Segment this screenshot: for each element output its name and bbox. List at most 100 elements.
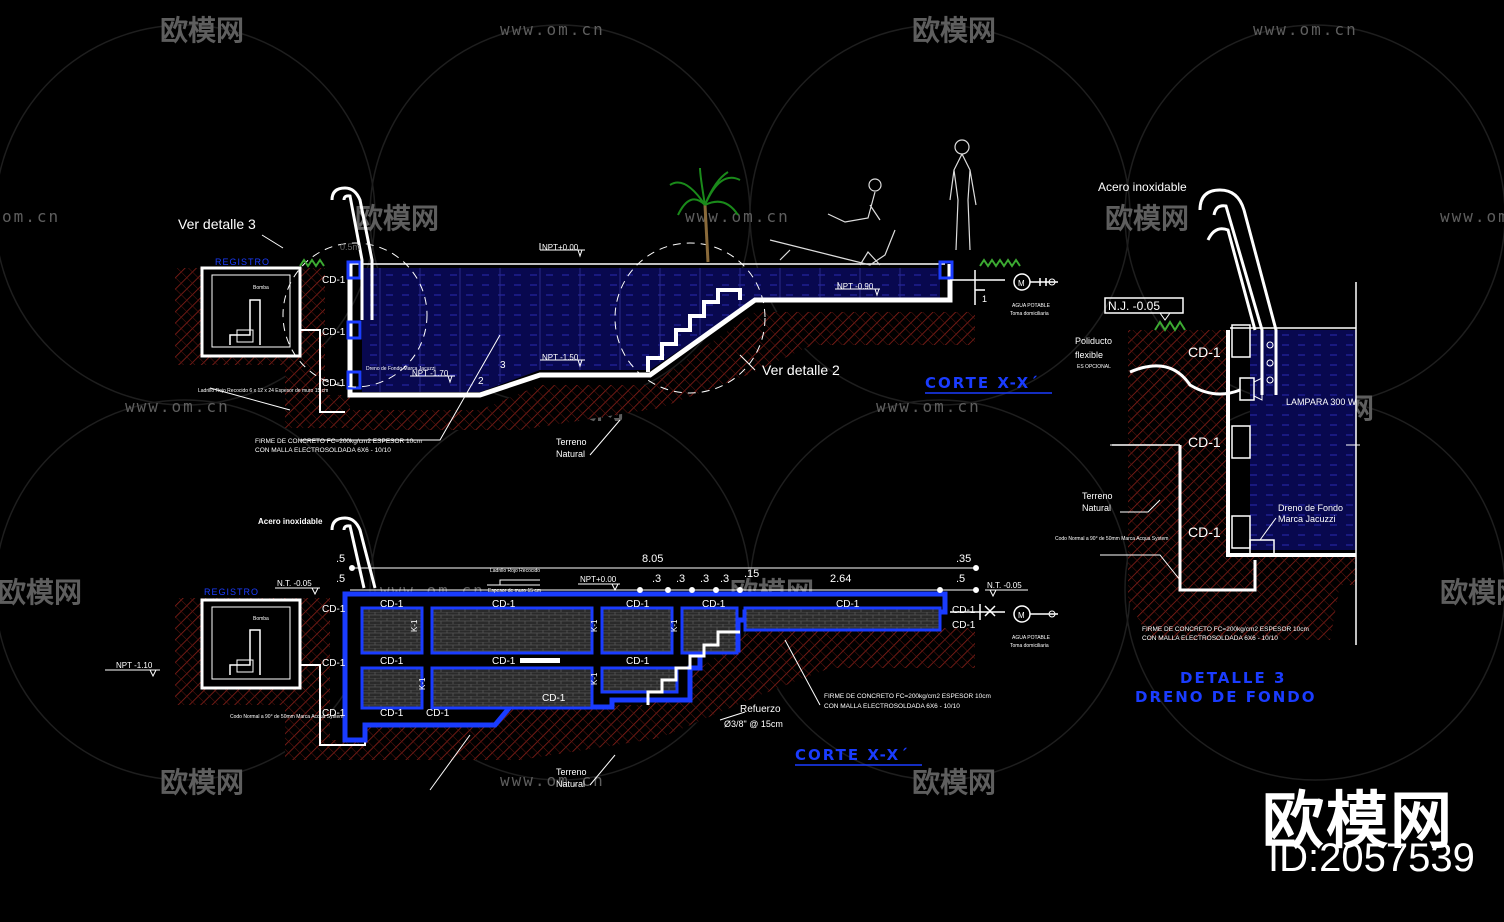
marca-label: Marca Jacuzzi (1278, 514, 1336, 524)
dim-label: .15 (744, 568, 759, 580)
cd1-label: CD-1 (492, 599, 516, 610)
cd1-label: CD-1 (322, 708, 346, 719)
slope-label: 1 (982, 294, 987, 304)
registro-box (200, 266, 302, 358)
ladder-bottom (330, 516, 377, 589)
watermark-logo: 欧模网 (355, 202, 439, 235)
toma-label: Toma domiciliaria (1010, 643, 1049, 649)
natural-label: Natural (1082, 503, 1111, 513)
cd1-label: CD-1 (380, 656, 404, 667)
registro-label: REGISTRO (204, 587, 259, 597)
cd1-label: CD-1 (426, 708, 450, 719)
dreno-note: Dreno de Fondo Marca Jacuzzi (366, 366, 435, 372)
ladrillo-note: Ladrillo Rojo Recocido (490, 568, 540, 574)
dim-label: .3 (700, 573, 709, 585)
dim-label: 2.64 (830, 573, 851, 585)
dreno-label: Dreno de Fondo (1278, 503, 1343, 513)
watermark-logo: 欧模网 (160, 14, 244, 47)
refuerzo-label: Refuerzo (740, 704, 781, 715)
cd1-label: CD-1 (542, 693, 566, 704)
section-bottom: M Acero inoxidable REGISTRO Bomba N.T. -… (105, 516, 1058, 791)
slope-label: 3 (500, 360, 506, 371)
npt-label: NPT -0.90 (837, 282, 874, 291)
dim-label: .5 (336, 573, 345, 585)
dim-label: .35 (956, 553, 971, 565)
dim-label: .3 (676, 573, 685, 585)
watermark-site: www.om.cn (685, 207, 790, 226)
watermark-site: www.om.cn (125, 397, 230, 416)
corner-brand-logo: 欧模网 (1261, 784, 1454, 857)
acero-label: Acero inoxidable (1098, 180, 1187, 194)
palm-tree-icon (669, 167, 741, 263)
toma-label: Toma domiciliaria (1010, 311, 1049, 317)
k1-label: K-1 (670, 619, 679, 632)
soil-bottom (175, 598, 975, 760)
water-detail (1250, 330, 1356, 550)
nt-label: N.T. -0.05 (277, 579, 312, 588)
codo-note: Codo Normal a 90° de 50mm Marca Acqua Sy… (1055, 536, 1168, 542)
dim-label: 0.5m (340, 242, 360, 252)
cd1-label: CD-1 (492, 656, 516, 667)
firme-note: FIRME DE CONCRETO FC=200kg/cm2 ESPESOR 1… (824, 693, 991, 700)
ver-detalle-3-label: Ver detalle 3 (178, 216, 256, 232)
k1-label: K-1 (418, 677, 427, 690)
corner-brand-id: ID:2057539 (1268, 836, 1475, 880)
acero-label: Acero inoxidable (258, 517, 323, 526)
poliducto-label: Poliducto (1075, 336, 1112, 346)
malla-note: CON MALLA ELECTROSOLDADA 6X6 - 10/10 (255, 447, 391, 454)
watermark-site: www.om.cn (1253, 20, 1358, 39)
svg-text:M: M (1018, 279, 1025, 288)
detail-3: Acero inoxidable N.J. -0.05 Poliducto fl… (1055, 180, 1360, 706)
cd1-label: CD-1 (380, 708, 404, 719)
registro-box-bottom (200, 598, 302, 690)
malla-note: CON MALLA ELECTROSOLDADA 6X6 - 10/10 (824, 703, 960, 710)
cd1-label: CD-1 (1188, 524, 1221, 540)
cd1-label: CD-1 (322, 658, 346, 669)
cd1-label: CD-1 (952, 605, 976, 616)
watermark-site: www.om.cn (500, 20, 605, 39)
cd1-label: CD-1 (702, 599, 726, 610)
watermark-site: om.cn (2, 207, 60, 226)
firme-note: FIRME DE CONCRETO FC=200kg/cm2 ESPESOR 1… (255, 438, 422, 445)
pool-stairs (646, 288, 742, 372)
cd1-label: CD-1 (952, 620, 976, 631)
dim-label: .5 (336, 553, 345, 565)
malla-note: CON MALLA ELECTROSOLDADA 6X6 - 10/10 (1142, 635, 1278, 642)
cd1-label: CD-1 (322, 604, 346, 615)
nt-label: N.T. -0.05 (987, 581, 1022, 590)
watermark-site: www.om.cn (500, 771, 605, 790)
slope-label: 2 (478, 376, 484, 387)
watermark-logo: 欧模网 (912, 14, 996, 47)
cd1-label: CD-1 (322, 378, 346, 389)
cd1-label: CD-1 (380, 599, 404, 610)
watermark-logo: 欧模网 (1440, 576, 1504, 609)
npt-label: NPT -1.10 (116, 661, 153, 670)
watermark-site: www.om.cn (1440, 207, 1504, 226)
cd1-label: CD-1 (626, 599, 650, 610)
natural-label: Natural (556, 449, 585, 459)
refuerzo-spec: Ø3/8" @ 15cm (724, 719, 783, 729)
detail-subtitle: DRENO DE FONDO (1135, 688, 1316, 706)
watermark-logo: 欧模网 (160, 766, 244, 799)
brick-cells (360, 606, 942, 710)
cd1-label: CD-1 (1188, 344, 1221, 360)
lounge-chair-icon (769, 178, 896, 266)
pool-shell-top (347, 264, 953, 398)
firme-note: FIRME DE CONCRETO FC=200kg/cm2 ESPESOR 1… (1142, 626, 1309, 633)
agua-label: AGUA POTABLE (1012, 635, 1051, 641)
dim-label: 8.05 (642, 553, 663, 565)
lampara-label: LAMPARA 300 W (1286, 397, 1357, 407)
codo-note: Codo Normal a 90° de 50mm Marca Acqua Sy… (230, 714, 343, 720)
dim-label: .3 (652, 573, 661, 585)
cd1-label: CD-1 (322, 327, 346, 338)
detail-title: DETALLE 3 (1180, 669, 1286, 687)
cd1-label: CD-1 (1188, 434, 1221, 450)
npt-label: NPT+0.00 (542, 243, 579, 252)
npt-label: NPT -1.70 (412, 369, 449, 378)
watermark-site: www.om.cn (876, 397, 981, 416)
dim-label: .3 (720, 573, 729, 585)
k1-label: K-1 (590, 672, 599, 685)
k1-label: K-1 (590, 619, 599, 632)
person-icon (949, 139, 977, 251)
opcional-label: ES OPCIONAL (1077, 364, 1111, 370)
